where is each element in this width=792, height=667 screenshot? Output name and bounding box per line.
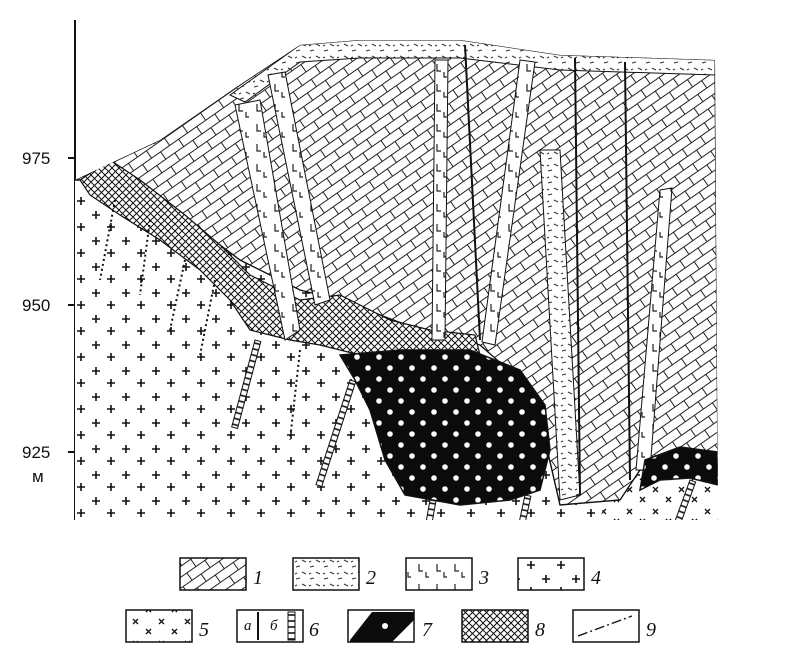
legend-num-3: 3 bbox=[478, 567, 489, 589]
legend-ore-band bbox=[350, 612, 414, 642]
legend-num-5: 5 bbox=[199, 619, 209, 641]
legend-num-6: 6 bbox=[309, 619, 319, 641]
dike-ticks bbox=[99, 199, 301, 441]
elevation-axis: 975 950 925 м bbox=[22, 20, 76, 520]
legend-swatch-sandstone bbox=[292, 557, 360, 591]
legend-num-4: 4 bbox=[591, 567, 601, 589]
tick-label-975: 975 bbox=[22, 149, 50, 168]
ore-body-right bbox=[639, 446, 718, 492]
legend-item-2: 2 bbox=[292, 557, 376, 591]
legend-swatch-limestone bbox=[179, 557, 247, 591]
legend-item-7: 7 bbox=[347, 609, 433, 643]
legend-swatch-fault bbox=[572, 609, 640, 643]
dike bbox=[515, 494, 532, 520]
legend-item-9: 9 bbox=[572, 609, 656, 643]
fault-line-3 bbox=[624, 61, 631, 481]
legend-num-2: 2 bbox=[366, 567, 376, 589]
legend-swatch-granite bbox=[517, 557, 585, 591]
tick-label-925: 925 bbox=[22, 443, 50, 462]
legend-swatch-skarn bbox=[461, 609, 529, 643]
volcanic-vein-1 bbox=[234, 99, 301, 341]
ore-body-main bbox=[338, 349, 551, 506]
legend-swatch-diorite bbox=[125, 609, 193, 643]
legend-dike-ladder bbox=[287, 611, 296, 641]
legend-sub-b: б bbox=[270, 618, 278, 634]
legend-num-8: 8 bbox=[535, 619, 545, 641]
volcanic-vein-4 bbox=[481, 59, 536, 346]
legend-num-7: 7 bbox=[422, 619, 433, 641]
fault-line-2 bbox=[574, 57, 581, 496]
tick-label-950: 950 bbox=[22, 296, 50, 315]
legend: 1 2 3 4 5 а б 6 7 bbox=[125, 557, 656, 643]
legend-item-5: 5 bbox=[125, 609, 209, 643]
legend-item-8: 8 bbox=[461, 609, 545, 643]
legend-item-6: а б 6 bbox=[236, 609, 319, 643]
legend-item-4: 4 bbox=[517, 557, 601, 591]
dike bbox=[231, 339, 262, 430]
legend-ore-dot bbox=[382, 623, 388, 629]
volcanic-vein-3 bbox=[431, 59, 449, 341]
dike bbox=[315, 379, 357, 488]
legend-item-3: 3 bbox=[405, 557, 489, 591]
legend-num-1: 1 bbox=[253, 567, 263, 589]
legend-fault-line bbox=[577, 615, 633, 637]
dikes bbox=[99, 199, 697, 520]
sandstone-rim bbox=[229, 40, 716, 103]
volcanic-vein-2 bbox=[267, 71, 331, 306]
legend-sub-a: а bbox=[244, 618, 252, 634]
fault-line-1 bbox=[464, 44, 481, 341]
axis-unit: м bbox=[32, 467, 44, 486]
section-body bbox=[75, 40, 718, 520]
legend-swatch-volcanic bbox=[405, 557, 473, 591]
dike bbox=[670, 479, 697, 520]
legend-item-1: 1 bbox=[179, 557, 263, 591]
legend-num-9: 9 bbox=[646, 619, 656, 641]
